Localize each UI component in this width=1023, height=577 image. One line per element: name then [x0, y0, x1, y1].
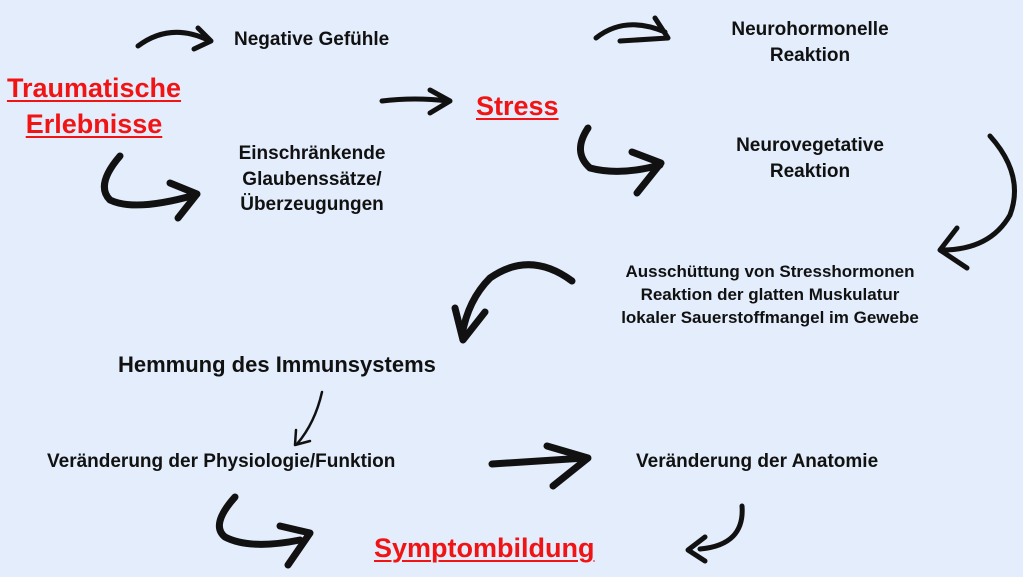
curved-arrow-down-right-icon — [215, 493, 314, 569]
curved-arrow-right-icon — [135, 25, 214, 52]
node-line: Symptombildung — [374, 533, 595, 563]
node-line: Glaubenssätze/ — [242, 168, 382, 190]
node-symptom-formation: Symptombildung — [374, 530, 594, 566]
node-line: Reaktion — [769, 160, 851, 182]
curved-arrow-right-icon — [593, 15, 671, 44]
node-line: Neurovegetative — [736, 135, 884, 156]
node-line: Erlebnisse — [25, 109, 163, 140]
straight-arrow-right-icon — [379, 87, 453, 116]
node-line: Einschränkende — [238, 143, 386, 164]
curved-arrow-down-left-icon — [685, 503, 745, 564]
curved-arrow-down-left-icon — [451, 261, 576, 344]
node-line: Hemmung des Immunsystems — [118, 352, 436, 377]
node-negative-feelings: Negative Gefühle — [234, 27, 389, 53]
node-limiting-beliefs: Einschränkende Glaubenssätze/ Überzeugun… — [227, 141, 397, 218]
node-traumatic-experiences: Traumatische Erlebnisse — [0, 70, 194, 143]
node-line: lokaler Sauerstoffmangel im Gewebe — [621, 307, 919, 327]
node-physiological-effects: Ausschüttung von Stresshormonen Reaktion… — [595, 261, 945, 330]
node-line: Stress — [476, 91, 559, 121]
node-line: Überzeugungen — [240, 194, 384, 216]
curved-arrow-down-right-icon — [577, 124, 665, 197]
node-immune-inhibition: Hemmung des Immunsystems — [118, 350, 436, 380]
thin-arrow-down-left-icon — [293, 390, 324, 447]
node-neurovegetative-reaction: Neurovegetative Reaktion — [700, 133, 920, 184]
node-line: Negative Gefühle — [234, 29, 390, 50]
node-line: Veränderung der Physiologie/Funktion — [47, 451, 396, 472]
curved-arrow-down-left-icon — [937, 133, 1017, 271]
straight-arrow-right-icon — [488, 442, 592, 490]
node-physiology-change: Veränderung der Physiologie/Funktion — [47, 449, 395, 475]
curved-arrow-down-right-icon — [100, 152, 201, 222]
node-line: Traumatische — [6, 73, 182, 103]
node-line: Veränderung der Anatomie — [636, 451, 879, 472]
node-stress: Stress — [476, 88, 559, 124]
node-line: Neurohormonelle — [731, 19, 889, 40]
node-line: Ausschüttung von Stresshormonen — [625, 262, 915, 281]
node-neurohormonal-reaction: Neurohormonelle Reaktion — [700, 17, 920, 68]
node-line: Reaktion — [769, 44, 851, 66]
node-line: Reaktion der glatten Muskulatur — [640, 284, 900, 304]
node-anatomy-change: Veränderung der Anatomie — [636, 449, 878, 475]
